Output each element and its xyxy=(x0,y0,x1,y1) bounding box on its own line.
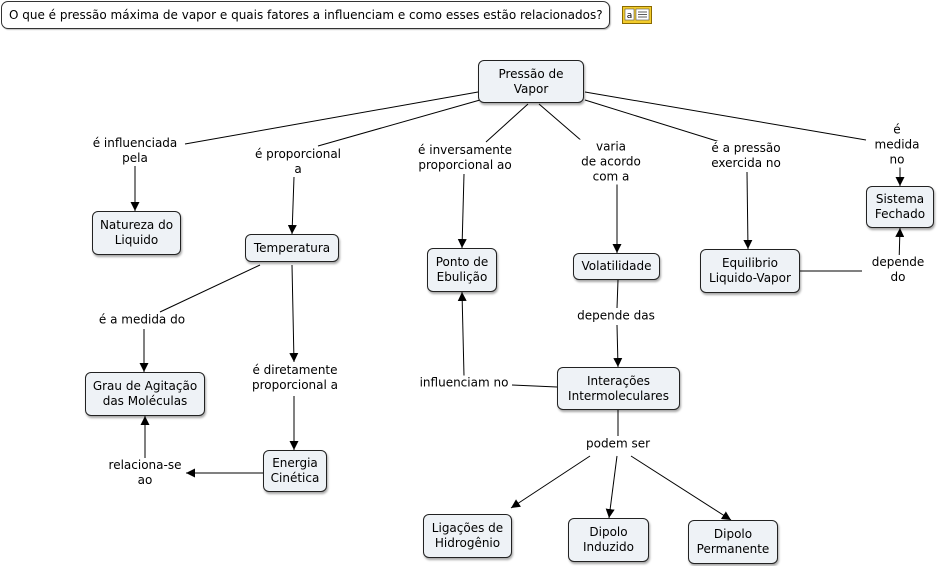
node-temperatura[interactable]: Temperatura xyxy=(245,234,339,262)
label-proporcional-a: é proporcional a xyxy=(252,147,344,177)
label-depende-das: depende das xyxy=(575,308,657,324)
label-diretamente-proporcional: é diretamente proporcional a xyxy=(250,363,340,393)
node-ponto-de-ebulicao[interactable]: Ponto de Ebulição xyxy=(427,248,497,292)
node-dipolo-permanente[interactable]: Dipolo Permanente xyxy=(688,520,778,564)
node-volatilidade[interactable]: Volatilidade xyxy=(573,253,660,280)
label-inversamente-proporcional: é inversamente proporcional ao xyxy=(416,143,514,173)
label-relaciona-se-ao: relaciona-se ao xyxy=(106,458,184,488)
node-interacoes-intermoleculares[interactable]: Interações Intermoleculares xyxy=(557,367,680,410)
label-pressao-exercida: é a pressão exercida no xyxy=(709,141,783,171)
node-natureza-do-liquido[interactable]: Natureza do Liquido xyxy=(92,211,181,255)
label-influenciada-pela: é influenciada pela xyxy=(90,136,180,166)
label-medida-no: é medida no xyxy=(872,122,922,168)
node-grau-de-agitacao[interactable]: Grau de Agitação das Moléculas xyxy=(85,372,205,416)
label-depende-do: depende do xyxy=(869,255,927,285)
node-sistema-fechado[interactable]: Sistema Fechado xyxy=(866,186,934,228)
label-medida-do: é a medida do xyxy=(96,312,188,328)
label-varia-de-acordo: varia de acordo com a xyxy=(579,139,643,185)
label-influenciam-no: influenciam no xyxy=(417,375,511,391)
node-pressao-de-vapor[interactable]: Pressão de Vapor xyxy=(478,60,584,103)
node-dipolo-induzido[interactable]: Dipolo Induzido xyxy=(568,518,649,562)
focus-question: O que é pressão máxima de vapor e quais … xyxy=(1,1,610,29)
node-ligacoes-de-hidrogenio[interactable]: Ligações de Hidrogênio xyxy=(423,514,512,558)
node-energia-cinetica[interactable]: Energia Cinética xyxy=(263,450,327,492)
notes-icon[interactable]: a xyxy=(622,6,652,24)
label-podem-ser: podem ser xyxy=(583,436,653,452)
node-equilibrio-liquido-vapor[interactable]: Equilibrio Liquido-Vapor xyxy=(700,249,800,293)
svg-text:a: a xyxy=(627,11,633,21)
